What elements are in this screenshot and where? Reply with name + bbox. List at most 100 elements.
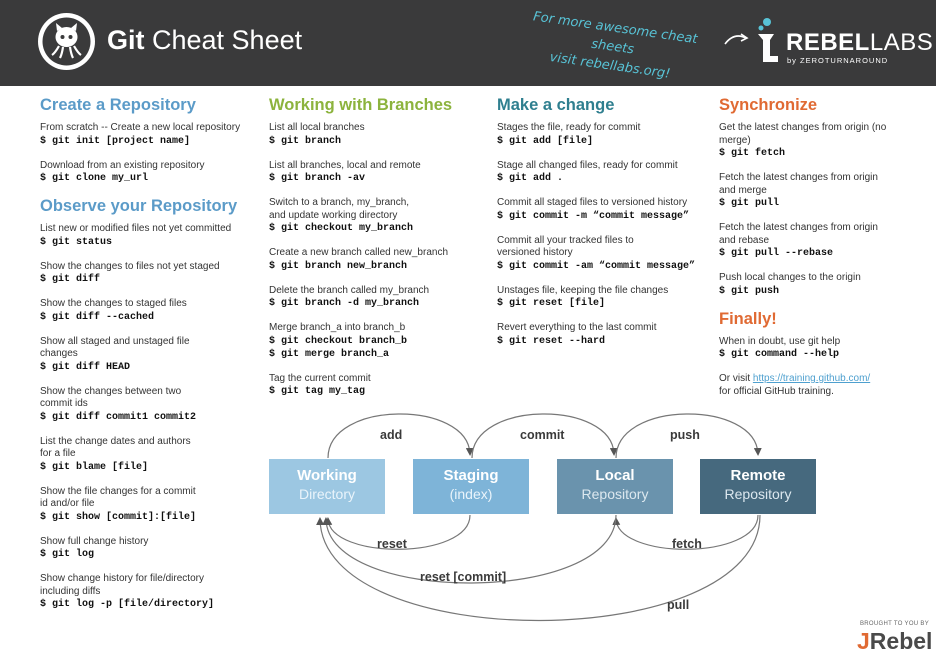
item-command: $ git fetch xyxy=(719,148,786,159)
promo-text: For more awesome cheat sheets visit rebe… xyxy=(517,6,708,88)
column-make-change: Make a change Stages the file, ready for… xyxy=(497,96,712,360)
item-command: $ git diff commit1 commit2 xyxy=(40,411,197,423)
item-desc: Commit all staged files to versioned his… xyxy=(497,197,688,208)
item-desc: Fetch the latest changes from origin and… xyxy=(719,222,878,246)
item-command: $ git reset --hard xyxy=(497,335,606,347)
brand-light: LABS xyxy=(869,29,934,56)
section-title-observe: Observe your Repository xyxy=(40,197,238,215)
section-title-branches: Working with Branches xyxy=(269,96,453,114)
brand-bold: REBEL xyxy=(786,29,870,56)
box-title: Staging xyxy=(443,467,499,484)
item-command: $ git status xyxy=(40,236,113,248)
item-command: $ git branch -av xyxy=(269,173,366,184)
local-repository-box: Local Repository xyxy=(557,459,673,514)
label-pull: pull xyxy=(667,598,690,612)
item-command: $ git log -p [file/directory] xyxy=(40,599,215,610)
section-title-finally: Finally! xyxy=(719,309,777,328)
item-command: $ git log xyxy=(40,549,95,560)
item-command: $ git add . xyxy=(497,173,564,184)
item-command: $ git commit -m “commit message” xyxy=(497,210,690,222)
item-desc: Unstages file, keeping the file changes xyxy=(497,284,669,296)
section-title-change: Make a change xyxy=(497,96,615,114)
item-desc: Commit all your tracked files to version… xyxy=(497,234,634,259)
item-command: $ git diff xyxy=(40,274,101,285)
label-reset-commit: reset [commit] xyxy=(420,570,507,584)
visit-suffix: for official GitHub training. xyxy=(719,385,834,397)
item-desc: Show the changes to files not yet staged xyxy=(40,260,220,272)
remote-repository-box: Remote Repository xyxy=(700,459,816,514)
visit-text: Or visit https://training.github.com/ xyxy=(719,373,924,386)
curved-arrow-icon xyxy=(724,33,749,45)
item-command: $ git init [project name] xyxy=(40,135,191,147)
working-directory-box: Working Directory xyxy=(269,459,385,514)
jrebel-j: J xyxy=(857,628,870,654)
label-reset: reset xyxy=(377,537,407,551)
item-command: $ git command --help xyxy=(719,349,840,360)
rebellabs-brand: REBELLABS xyxy=(786,29,933,57)
item-desc: When in doubt, use git help xyxy=(719,335,841,347)
label-fetch: fetch xyxy=(672,537,702,551)
header-bar: Git Cheat Sheet For more awesome cheat s… xyxy=(0,0,936,86)
item-command: $ git clone my_url xyxy=(40,173,149,184)
rebellabs-logo-icon xyxy=(758,18,778,62)
item-desc: Tag the current commit xyxy=(269,372,371,384)
item-desc: Stages the file, ready for commit xyxy=(497,122,641,133)
label-add: add xyxy=(380,428,403,442)
item-desc: Show full change history xyxy=(40,535,149,547)
item-command: $ git add [file] xyxy=(497,135,594,147)
item-command: $ git tag my_tag xyxy=(269,386,366,397)
item-desc: Show change history for file/directory i… xyxy=(40,573,204,597)
visit-prefix: Or visit xyxy=(719,373,753,384)
section-title-create: Create a Repository xyxy=(40,96,196,114)
item-desc: Show all staged and unstaged file change… xyxy=(40,335,190,360)
label-push: push xyxy=(670,428,700,442)
item-desc: List the change dates and authors for a … xyxy=(40,435,191,460)
item-command: $ git branch xyxy=(269,135,342,147)
box-subtitle: Directory xyxy=(298,486,355,502)
box-title: Remote xyxy=(730,467,786,484)
item-desc: Fetch the latest changes from origin and… xyxy=(719,172,878,196)
item-desc: List new or modified files not yet commi… xyxy=(40,223,232,234)
training-link[interactable]: https://training.github.com/ xyxy=(752,373,871,384)
item-command: $ git reset [file] xyxy=(497,298,606,309)
pull-arrow xyxy=(316,514,761,622)
item-desc: List all branches, local and remote xyxy=(269,159,421,171)
item-desc: Show the file changes for a commit id an… xyxy=(40,485,196,510)
section-title-sync: Synchronize xyxy=(719,96,818,114)
item-desc: Switch to a branch, my_branch, and updat… xyxy=(269,197,410,221)
jrebel-logo: JRebel xyxy=(857,628,932,655)
box-subtitle: (index) xyxy=(449,486,493,502)
item-command: $ git checkout branch_b xyxy=(269,335,408,347)
github-octocat-icon xyxy=(38,13,95,70)
item-command: $ git diff --cached xyxy=(40,311,155,323)
item-command: $ git diff HEAD xyxy=(40,361,131,373)
item-desc: Download from an existing repository xyxy=(40,159,205,171)
box-title: Working xyxy=(297,467,357,484)
item-desc: Get the latest changes from origin (no m… xyxy=(719,122,887,146)
item-desc: Create a new branch called new_branch xyxy=(269,247,448,258)
item-desc: Delete the branch called my_branch xyxy=(269,284,430,296)
staging-index-box: Staging (index) xyxy=(413,459,529,514)
item-desc: From scratch -- Create a new local repos… xyxy=(40,122,241,133)
item-desc: Revert everything to the last commit xyxy=(497,322,657,333)
jrebel-rest: Rebel xyxy=(869,628,933,654)
label-commit: commit xyxy=(520,428,565,442)
item-command: $ git merge branch_a xyxy=(269,348,390,360)
box-subtitle: Repository xyxy=(724,486,792,502)
item-desc: Push local changes to the origin xyxy=(719,272,861,283)
item-command: $ git branch -d my_branch xyxy=(269,298,420,309)
item-command: $ git pull xyxy=(719,198,780,209)
column-synchronize: Synchronize Get the latest changes from … xyxy=(719,96,924,398)
item-command: $ git show [commit]:[file] xyxy=(40,511,197,523)
item-command: $ git blame [file] xyxy=(40,461,149,473)
box-title: Local xyxy=(595,467,635,484)
item-command: $ git checkout my_branch xyxy=(269,223,414,234)
box-subtitle: Repository xyxy=(581,486,649,502)
item-command: $ git branch new_branch xyxy=(269,260,408,272)
brought-to-you-by: BROUGHT TO YOU BY xyxy=(860,621,930,627)
item-desc: List all local branches xyxy=(269,122,365,133)
brand-subtitle: by ZEROTURNAROUND xyxy=(787,56,889,65)
column-create-observe: Create a Repository From scratch -- Crea… xyxy=(40,96,255,611)
item-desc: Show the changes to staged files xyxy=(40,298,187,309)
item-desc: Stage all changed files, ready for commi… xyxy=(497,159,678,171)
